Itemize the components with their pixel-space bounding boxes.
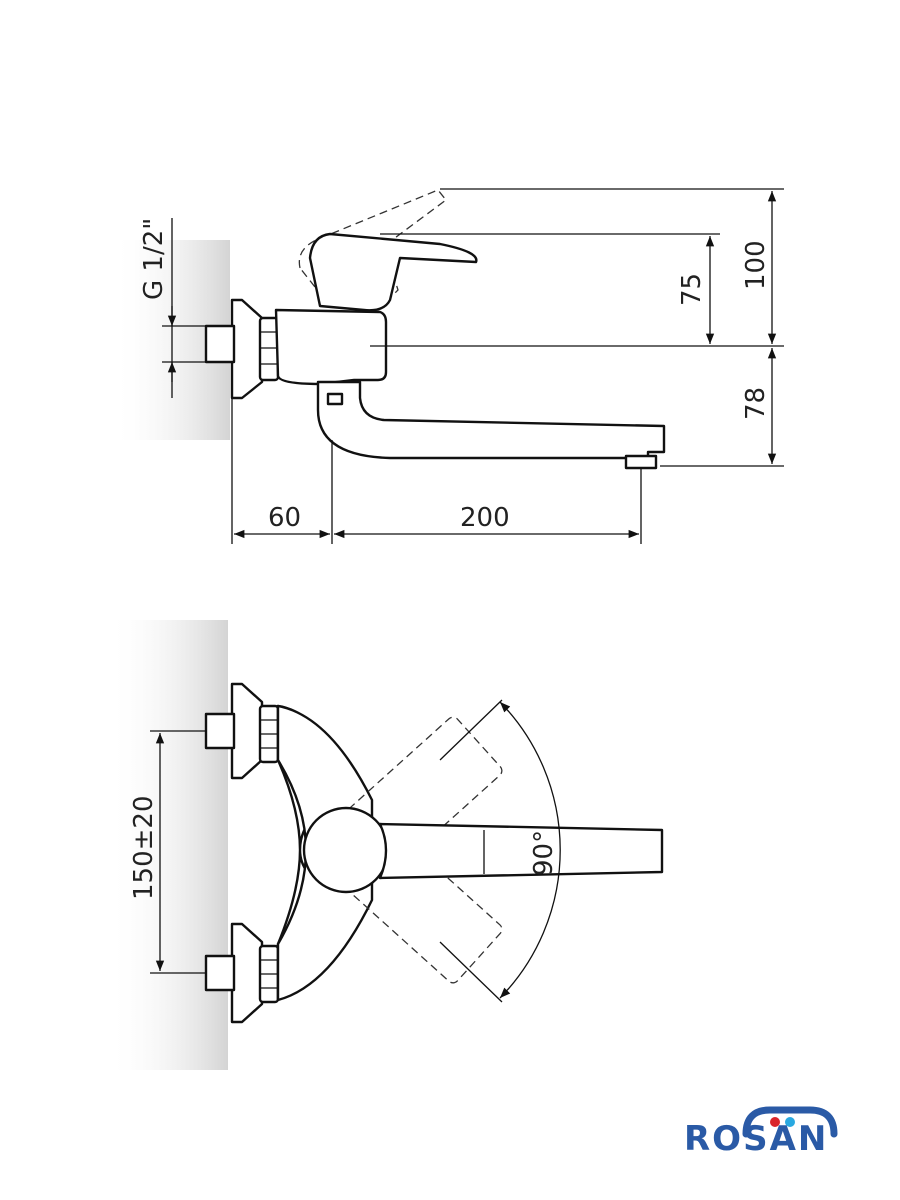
lever-hub xyxy=(302,806,390,894)
dim-thread-label: G 1/2" xyxy=(139,218,169,300)
wall-shade-bottom xyxy=(108,620,228,1070)
side-view: G 1/2" 75 100 78 60 200 xyxy=(112,188,784,544)
logo-text: ROSAN xyxy=(684,1119,828,1159)
dim-width-right: 200 xyxy=(460,503,510,533)
dim-inlet-spacing: 150±20 xyxy=(129,796,159,901)
top-inlet-upper xyxy=(204,712,236,750)
inlet-pipe xyxy=(204,324,236,364)
dim-width-left: 60 xyxy=(268,503,301,533)
lever-handle xyxy=(378,822,664,880)
dim-height-lever: 75 xyxy=(677,273,707,306)
wall-flange xyxy=(230,298,264,400)
dim-rotation: 90° xyxy=(529,830,559,876)
top-inlet-lower xyxy=(204,954,236,992)
logo-red-dot xyxy=(770,1117,780,1127)
lever-raised-dashed xyxy=(298,189,447,309)
top-flange-lower xyxy=(230,922,264,1024)
spout-aerator xyxy=(624,454,658,470)
top-view: 90° 150±20 xyxy=(108,620,664,1070)
mixer-body xyxy=(274,308,388,386)
hex-nut xyxy=(258,316,280,382)
lever xyxy=(308,232,478,312)
dim-height-total: 100 xyxy=(741,240,771,290)
spout xyxy=(316,380,666,460)
dim-height-spout: 78 xyxy=(741,387,771,420)
top-flange-upper xyxy=(230,682,264,780)
brand-logo: ROSAN xyxy=(684,1106,838,1159)
logo-arc-icon xyxy=(742,1106,838,1138)
rotation-arc xyxy=(499,701,561,999)
logo-blue-dot xyxy=(785,1117,795,1127)
